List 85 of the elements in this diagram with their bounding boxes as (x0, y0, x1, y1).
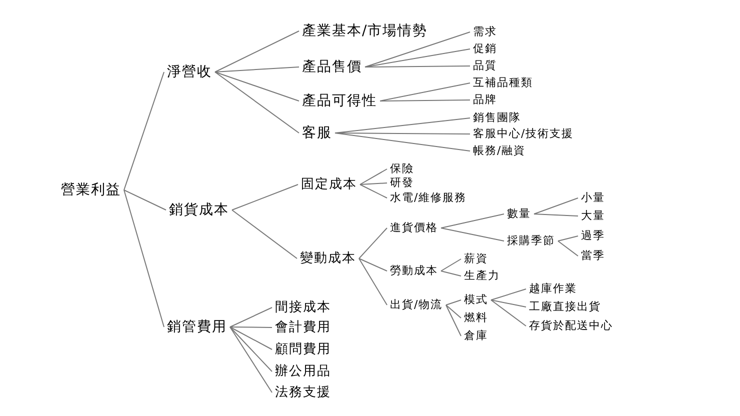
node-label: 模式 (461, 293, 491, 307)
connector-line (124, 72, 164, 190)
node-label: 生產力 (461, 269, 503, 283)
node-label: 倉庫 (461, 329, 491, 343)
node-label: 研發 (387, 176, 417, 190)
connector-line (334, 118, 470, 134)
node-label: 客服 (299, 124, 335, 142)
connector-line (440, 258, 462, 272)
node-label: 薪資 (461, 252, 491, 266)
node-label: 採購季節 (504, 234, 558, 248)
connector-line (364, 66, 470, 68)
connector-line (214, 66, 300, 72)
node-label: 品牌 (470, 93, 500, 107)
node-label: 保險 (387, 162, 417, 176)
connector-line (230, 326, 272, 393)
node-label: 顧問費用 (272, 340, 334, 358)
node-label: 進貨價格 (387, 221, 441, 235)
node-label: 會計費用 (272, 318, 334, 336)
node-label: 促銷 (470, 42, 500, 56)
connector-line (446, 304, 462, 336)
connector-line (232, 184, 298, 210)
node-label: 銷貨成本 (166, 201, 232, 219)
node-label: 帳務/融資 (470, 144, 529, 158)
node-label: 固定成本 (298, 176, 360, 192)
connector-line (232, 210, 298, 259)
node-label: 辦公用品 (272, 362, 334, 380)
node-label: 變動成本 (297, 250, 359, 266)
connector-line (230, 307, 272, 328)
node-label: 小量 (578, 191, 608, 205)
node-label: 銷售團隊 (470, 111, 524, 125)
connector-line (446, 300, 462, 306)
connector-line (380, 100, 470, 102)
node-label: 客服中心/技術支援 (470, 127, 577, 141)
node-label: 間接成本 (272, 298, 334, 316)
node-label: 品質 (470, 59, 500, 73)
connector-line (360, 184, 388, 198)
connector-line (446, 304, 462, 318)
connector-line (360, 182, 388, 185)
node-label: 燃料 (461, 311, 491, 325)
node-label: 越庫作業 (526, 282, 580, 296)
node-label: 勞動成本 (387, 264, 441, 278)
connector-line (364, 48, 470, 68)
node-label: 產品可得性 (299, 92, 380, 110)
connector-line (214, 72, 300, 134)
node-label: 出貨/物流 (387, 298, 446, 312)
connector-line (334, 132, 470, 134)
connector-line (358, 258, 388, 306)
connector-line (380, 82, 470, 102)
connector-line (534, 214, 578, 216)
node-label: 大量 (578, 209, 608, 223)
node-label: 產業基本/市場情勢 (299, 22, 431, 40)
connector-line (358, 258, 388, 272)
connector-line (360, 168, 388, 185)
node-label: 存貨於配送中心 (526, 319, 616, 333)
node-label: 過季 (578, 229, 608, 243)
node-label: 數量 (504, 207, 534, 221)
connector-line (334, 132, 470, 152)
connector-line (358, 228, 388, 259)
node-label: 營業利益 (58, 181, 124, 199)
node-label: 水電/維修服務 (387, 191, 470, 205)
node-label: 互補品種類 (470, 76, 536, 90)
node-label: 淨營收 (164, 63, 215, 81)
connector-line (214, 72, 300, 102)
connector-line (230, 326, 272, 372)
connector-line (440, 270, 462, 276)
connector-line (558, 240, 578, 256)
node-label: 當季 (578, 249, 608, 263)
connector-line (490, 300, 526, 326)
connector-line (124, 190, 164, 328)
connector-line (490, 288, 526, 300)
connector-line (440, 228, 504, 242)
connector-line (230, 326, 272, 350)
node-label: 工廠直接出貨 (526, 300, 604, 314)
connector-line (490, 300, 526, 308)
connector-line (230, 326, 272, 328)
node-label: 需求 (470, 25, 500, 39)
connector-line (558, 236, 578, 242)
connector-line (364, 32, 470, 68)
connector-line (124, 190, 166, 210)
node-label: 產品售價 (299, 58, 365, 76)
node-label: 法務支援 (272, 384, 334, 400)
connector-line (534, 198, 578, 214)
connector-line (214, 30, 300, 72)
connector-line (440, 214, 504, 228)
node-label: 銷管費用 (164, 318, 230, 336)
